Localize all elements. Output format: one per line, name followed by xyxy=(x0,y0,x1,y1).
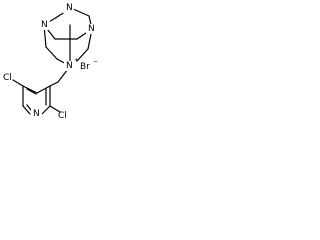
quaternary-charge: + xyxy=(74,57,79,64)
cage-bonds xyxy=(43,7,93,67)
counterion: Br − xyxy=(80,58,98,72)
chemical-structure: N N N N + N Cl Cl Br − xyxy=(3,3,98,121)
atom-labels: N N N N + N Cl Cl xyxy=(3,3,97,121)
atom-n-mid-right: N xyxy=(88,24,95,34)
chlorine-bonds xyxy=(12,79,61,113)
atom-n-pyridine: N xyxy=(33,109,40,119)
atom-cl-right: Cl xyxy=(58,111,67,121)
atom-n-top: N xyxy=(66,3,73,13)
atom-n-quaternary: N xyxy=(66,61,73,71)
counterion-label: Br xyxy=(80,62,90,72)
counterion-charge: − xyxy=(93,58,98,65)
atom-cl-left: Cl xyxy=(3,73,12,83)
pyridine-ring-bonds xyxy=(22,85,51,115)
linker-bonds xyxy=(49,68,69,87)
atom-n-mid-left: N xyxy=(41,20,48,30)
